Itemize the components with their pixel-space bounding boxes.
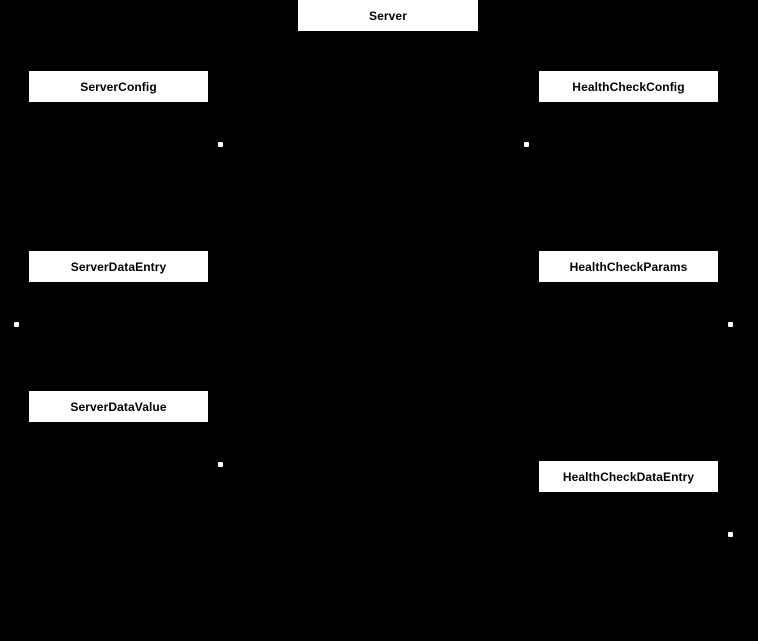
class-node-health-check-data-entry[interactable]: HealthCheckDataEntry xyxy=(539,461,718,492)
class-node-server-config[interactable]: ServerConfig xyxy=(29,71,208,102)
class-node-label: ServerDataEntry xyxy=(70,259,167,274)
relationship-marker-icon xyxy=(14,322,19,327)
class-node-label: HealthCheckConfig xyxy=(572,79,685,94)
relationship-marker-icon xyxy=(728,532,733,537)
class-node-label: HealthCheckDataEntry xyxy=(562,469,695,484)
class-node-label: Server xyxy=(369,8,407,23)
class-node-label: HealthCheckParams xyxy=(569,259,688,274)
class-node-label: ServerConfig xyxy=(80,79,157,94)
class-node-server[interactable]: Server xyxy=(298,0,478,31)
class-node-server-data-entry[interactable]: ServerDataEntry xyxy=(29,251,208,282)
class-node-health-check-config[interactable]: HealthCheckConfig xyxy=(539,71,718,102)
relationship-marker-icon xyxy=(524,142,529,147)
relationship-marker-icon xyxy=(218,142,223,147)
relationship-marker-icon xyxy=(728,322,733,327)
class-node-server-data-value[interactable]: ServerDataValue xyxy=(29,391,208,422)
class-node-health-check-params[interactable]: HealthCheckParams xyxy=(539,251,718,282)
relationship-marker-icon xyxy=(218,462,223,467)
class-node-label: ServerDataValue xyxy=(70,399,167,414)
